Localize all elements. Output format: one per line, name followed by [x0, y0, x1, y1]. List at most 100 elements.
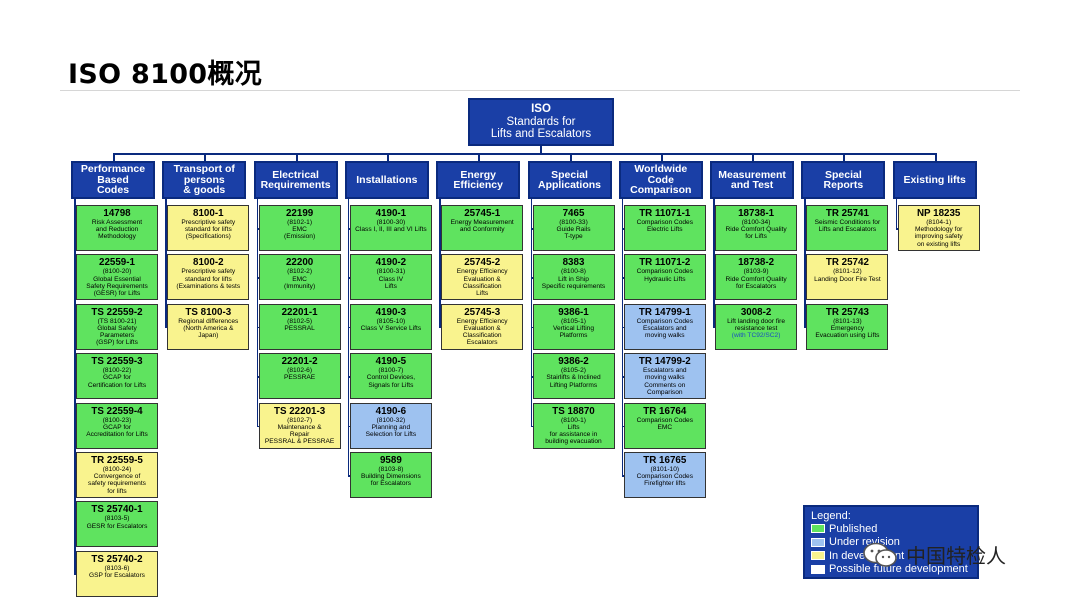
standard-code: TS 18870 — [552, 405, 595, 417]
standard-description-line: Selection for Lifts — [365, 431, 417, 438]
standard-code: 4190-1 — [375, 208, 407, 219]
legend-swatch — [811, 551, 825, 561]
standard-description-line: and Conformity — [459, 226, 505, 234]
standard-code: TS 22559-4 — [91, 405, 143, 417]
standard-description-line: (8100-7) — [378, 367, 404, 375]
page-title: ISO 8100概况 — [68, 59, 262, 90]
standard-description-line: Ride Comfort Quality — [725, 226, 787, 234]
standard-description-line: Evaluation & — [463, 325, 501, 332]
connector-card-spine — [713, 199, 715, 327]
connector-card-spine — [804, 199, 806, 327]
connector-card-tick — [347, 228, 351, 230]
standard-description-line: (8101-10) — [650, 466, 680, 473]
standard-code: 8100-1 — [193, 208, 224, 219]
standard-description-line: Comparison Codes — [636, 317, 694, 325]
standard-description-line: (8102-5) — [287, 317, 313, 325]
standard-code: TR 25741 — [825, 208, 869, 219]
standard-description-line: (8100-1) — [561, 416, 586, 424]
column-header-line: Energy — [460, 168, 496, 181]
connector-card-spine — [74, 199, 76, 574]
standard-description-line: (8100-31) — [376, 268, 406, 276]
standard-description-line: Escalators — [466, 339, 498, 347]
standard-description-line: (GESR) for Lifts — [93, 290, 141, 297]
standard-code: 18738-1 — [738, 208, 775, 219]
standard-code: TR 14799-2 — [638, 356, 691, 368]
standard-description-line: Accreditation for Lifts — [86, 431, 148, 438]
column-header-line: Efficiency — [453, 179, 503, 191]
connector-column-drop — [934, 153, 937, 162]
standard-description-line: Control Devices, — [366, 374, 416, 382]
standard-description-line: (8100-8) — [561, 268, 586, 276]
connector-column-drop — [660, 153, 663, 162]
standard-code: 25745-2 — [464, 257, 501, 269]
connector-column-drop — [478, 153, 481, 162]
connector-card-tick — [165, 326, 169, 329]
standard-description-line: for Escalators — [735, 282, 777, 290]
standard-code: 4190-5 — [375, 356, 407, 368]
legend-label: Published — [829, 522, 878, 535]
standard-note: (with TC92/SC2) — [731, 332, 781, 340]
column-header-line: Comparison — [630, 184, 692, 197]
standard-description-line: Stairlifts & Inclined — [546, 374, 601, 382]
connector-card-tick — [74, 475, 77, 477]
standard-description-line: moving walks — [645, 332, 685, 340]
connector-column-drop — [295, 153, 298, 162]
standard-description-line: Guide Rails — [556, 226, 591, 234]
standard-description-line: Maintenance & — [277, 423, 322, 431]
standard-description-line: Energy Measurement — [450, 219, 514, 226]
standard-description-line: (8100-30) — [376, 219, 406, 226]
standard-description-line: (North America & — [183, 325, 234, 332]
standard-description-line: Hydraulic Lifts — [644, 275, 686, 283]
standard-card: 22200(8102-2)EMC(Immunity) — [258, 254, 341, 301]
connector-card-tick — [74, 425, 77, 428]
standard-description-line: building evacuation — [545, 438, 602, 446]
standard-code: 4190-6 — [375, 405, 407, 417]
legend-swatch — [811, 537, 825, 547]
column-header-line: Transport of — [173, 163, 235, 176]
connector-card-spine — [439, 199, 441, 327]
standard-description-line: Lifts and Escalators — [818, 226, 877, 234]
standard-description-line: Planning and — [371, 423, 411, 431]
standard-description-line: (8100-20) — [102, 268, 132, 276]
connector-card-tick — [256, 425, 260, 428]
standard-description-line: Parameters — [99, 332, 135, 340]
column-header-line: Special — [551, 168, 588, 181]
connector-card-tick — [347, 475, 351, 477]
column-header: Existing lifts — [892, 161, 977, 199]
standard-description-line: (Immunity) — [284, 282, 316, 290]
standard-description-line: for Lifts — [745, 233, 767, 241]
standard-description-line: EMC — [292, 226, 307, 234]
standard-code: 7465 — [562, 208, 585, 219]
connector-card-tick — [439, 228, 443, 230]
standard-description-line: PESSRAL & PESSRAE — [264, 438, 335, 446]
standard-description-line: Specific requirements — [541, 282, 606, 290]
connector-card-tick — [804, 277, 808, 279]
standard-code: 8100-2 — [193, 257, 224, 269]
column-header-line: Electrical — [272, 168, 319, 181]
standard-description-line: Signals for Lifts — [368, 381, 414, 389]
connector-card-spine — [895, 199, 898, 228]
standard-description-line: Certification for Lifts — [87, 381, 147, 389]
standard-description-line: T-type — [564, 233, 583, 241]
standard-description-line: Lift in Ship — [558, 275, 589, 283]
watermark: 中国特检人 — [862, 540, 1006, 569]
legend-swatch — [811, 524, 825, 534]
standard-card: 4190-3(8105-10)Class V Service Lifts — [349, 303, 432, 350]
standard-code: 22199 — [285, 208, 314, 219]
standard-description-line: Landing Door Fire Test — [814, 275, 881, 283]
standard-description-line: Lifts — [384, 282, 397, 290]
standard-description-line: Comparison Codes — [636, 219, 694, 226]
standard-description-line: Classification — [462, 282, 502, 290]
connector-card-tick — [713, 277, 717, 279]
